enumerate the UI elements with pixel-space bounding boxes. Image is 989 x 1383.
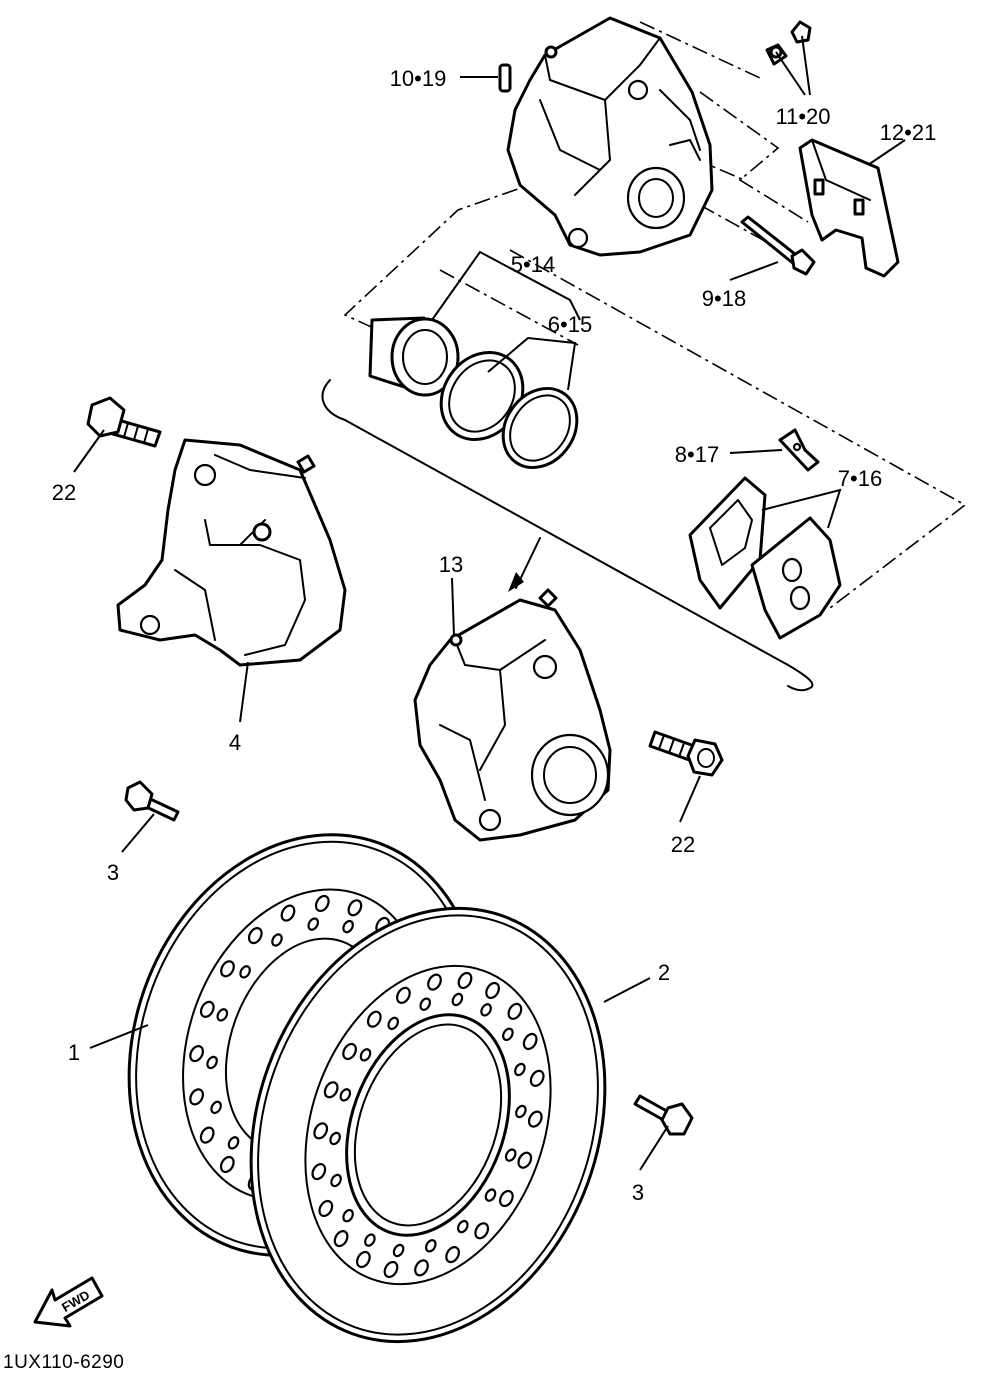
disc-hole	[189, 1088, 204, 1106]
disc-hole	[199, 1126, 215, 1144]
caliper-exploded	[506, 16, 714, 257]
callout-disc-bolt-right: 3	[632, 1180, 644, 1205]
callout-disc-right: 2	[658, 960, 670, 985]
disc-hole	[480, 1003, 492, 1017]
disc-hole	[216, 1008, 229, 1022]
disc-bolt-left	[124, 780, 180, 822]
piston-seals	[439, 350, 579, 470]
disc-hole	[330, 1173, 342, 1188]
disc-hole	[474, 1222, 490, 1240]
disc-hole	[522, 1032, 538, 1051]
callout-piston: 5•14	[511, 252, 555, 277]
assembly-bracket	[321, 379, 814, 692]
disc-hole	[342, 919, 354, 934]
assembly-guide-lines	[343, 21, 967, 609]
disc-hole	[359, 1048, 372, 1062]
disc-hole	[445, 1246, 460, 1264]
disc-hole	[307, 917, 320, 931]
disc-hole	[206, 1055, 218, 1070]
callout-pin-clip: 10•19	[390, 66, 447, 91]
disc-hole	[280, 904, 296, 922]
disc-bolt-right	[633, 1094, 694, 1136]
callout-disc-bolt-left: 3	[107, 860, 119, 885]
disc-hole	[313, 1122, 329, 1140]
disc-hole	[333, 1230, 349, 1248]
disc-hole	[529, 1069, 545, 1087]
brake-pads	[688, 476, 842, 640]
disc-hole	[347, 899, 363, 917]
callout-labels: 10•19 11•20 12•21 9•18 5•14 6•15 8•17 7•…	[52, 66, 937, 1205]
disc-hole	[311, 1163, 327, 1181]
disc-hole	[414, 1259, 429, 1277]
bleed-screw	[765, 20, 812, 66]
disc-hole	[364, 1233, 376, 1247]
disc-hole	[227, 1136, 240, 1150]
pad-cover	[798, 138, 900, 278]
disc-hole	[342, 1042, 357, 1061]
disc-hole	[392, 1243, 405, 1258]
disc-hole	[383, 1260, 399, 1279]
callout-pad-spring: 8•17	[675, 442, 719, 467]
disc-hole	[504, 1148, 517, 1162]
disc-hole	[485, 981, 500, 1000]
callout-caliper-right: 13	[439, 552, 463, 577]
callout-caliper-bolt-left: 22	[52, 480, 76, 505]
callout-bleed-screw: 11•20	[775, 104, 830, 129]
disc-hole	[507, 1002, 523, 1020]
disc-hole	[318, 1199, 334, 1218]
disc-hole	[484, 1188, 497, 1202]
caliper-left	[116, 438, 347, 667]
leader-lines	[73, 35, 906, 1171]
callout-piston-seals: 6•15	[548, 312, 592, 337]
callout-pad-cover: 12•21	[880, 120, 937, 145]
disc-hole	[220, 960, 235, 978]
caliper-bolt-left	[86, 396, 162, 448]
disc-hole	[387, 1016, 400, 1031]
pad-pin	[740, 215, 816, 276]
disc-hole	[515, 1104, 527, 1119]
disc-hole	[210, 1100, 222, 1115]
disc-hole	[189, 1045, 204, 1063]
disc-hole	[396, 986, 411, 1004]
caliper-bolt-right	[648, 730, 724, 777]
callout-pad-pin: 9•18	[702, 286, 746, 311]
caliper-right	[413, 588, 612, 842]
disc-hole	[424, 1239, 437, 1253]
disc-hole	[527, 1110, 543, 1128]
disc-hole	[427, 973, 442, 991]
disc-hole	[247, 927, 263, 945]
pad-spring	[778, 428, 820, 472]
callout-caliper-left: 4	[229, 730, 241, 755]
piston	[368, 316, 460, 397]
figure-code: 1UX110-6290	[3, 1352, 124, 1373]
disc-right-holes	[311, 971, 545, 1279]
disc-hole	[329, 1131, 341, 1146]
disc-hole	[419, 997, 432, 1011]
disc-hole	[514, 1062, 526, 1077]
disc-hole	[456, 1219, 469, 1234]
disc-hole	[366, 1010, 382, 1028]
disc-hole	[356, 1250, 371, 1269]
disc-hole	[499, 1189, 514, 1208]
callout-caliper-bolt-right: 22	[671, 832, 695, 857]
disc-hole	[502, 1027, 514, 1042]
disc-hole	[517, 1151, 533, 1169]
disc-hole	[342, 1208, 354, 1223]
fwd-arrow-icon: FWD	[33, 1276, 104, 1328]
callout-pad-set: 7•16	[838, 466, 882, 491]
disc-hole	[199, 1000, 215, 1018]
callout-disc-left: 1	[68, 1040, 80, 1065]
pin-clip	[498, 63, 512, 93]
disc-hole	[314, 894, 330, 913]
disc-hole	[271, 933, 283, 947]
disc-hole	[323, 1081, 339, 1099]
disc-hole	[451, 992, 464, 1007]
disc-hole	[457, 971, 473, 990]
disc-hole	[219, 1155, 235, 1174]
disc-hole	[339, 1088, 352, 1102]
disc-hole	[239, 965, 251, 979]
